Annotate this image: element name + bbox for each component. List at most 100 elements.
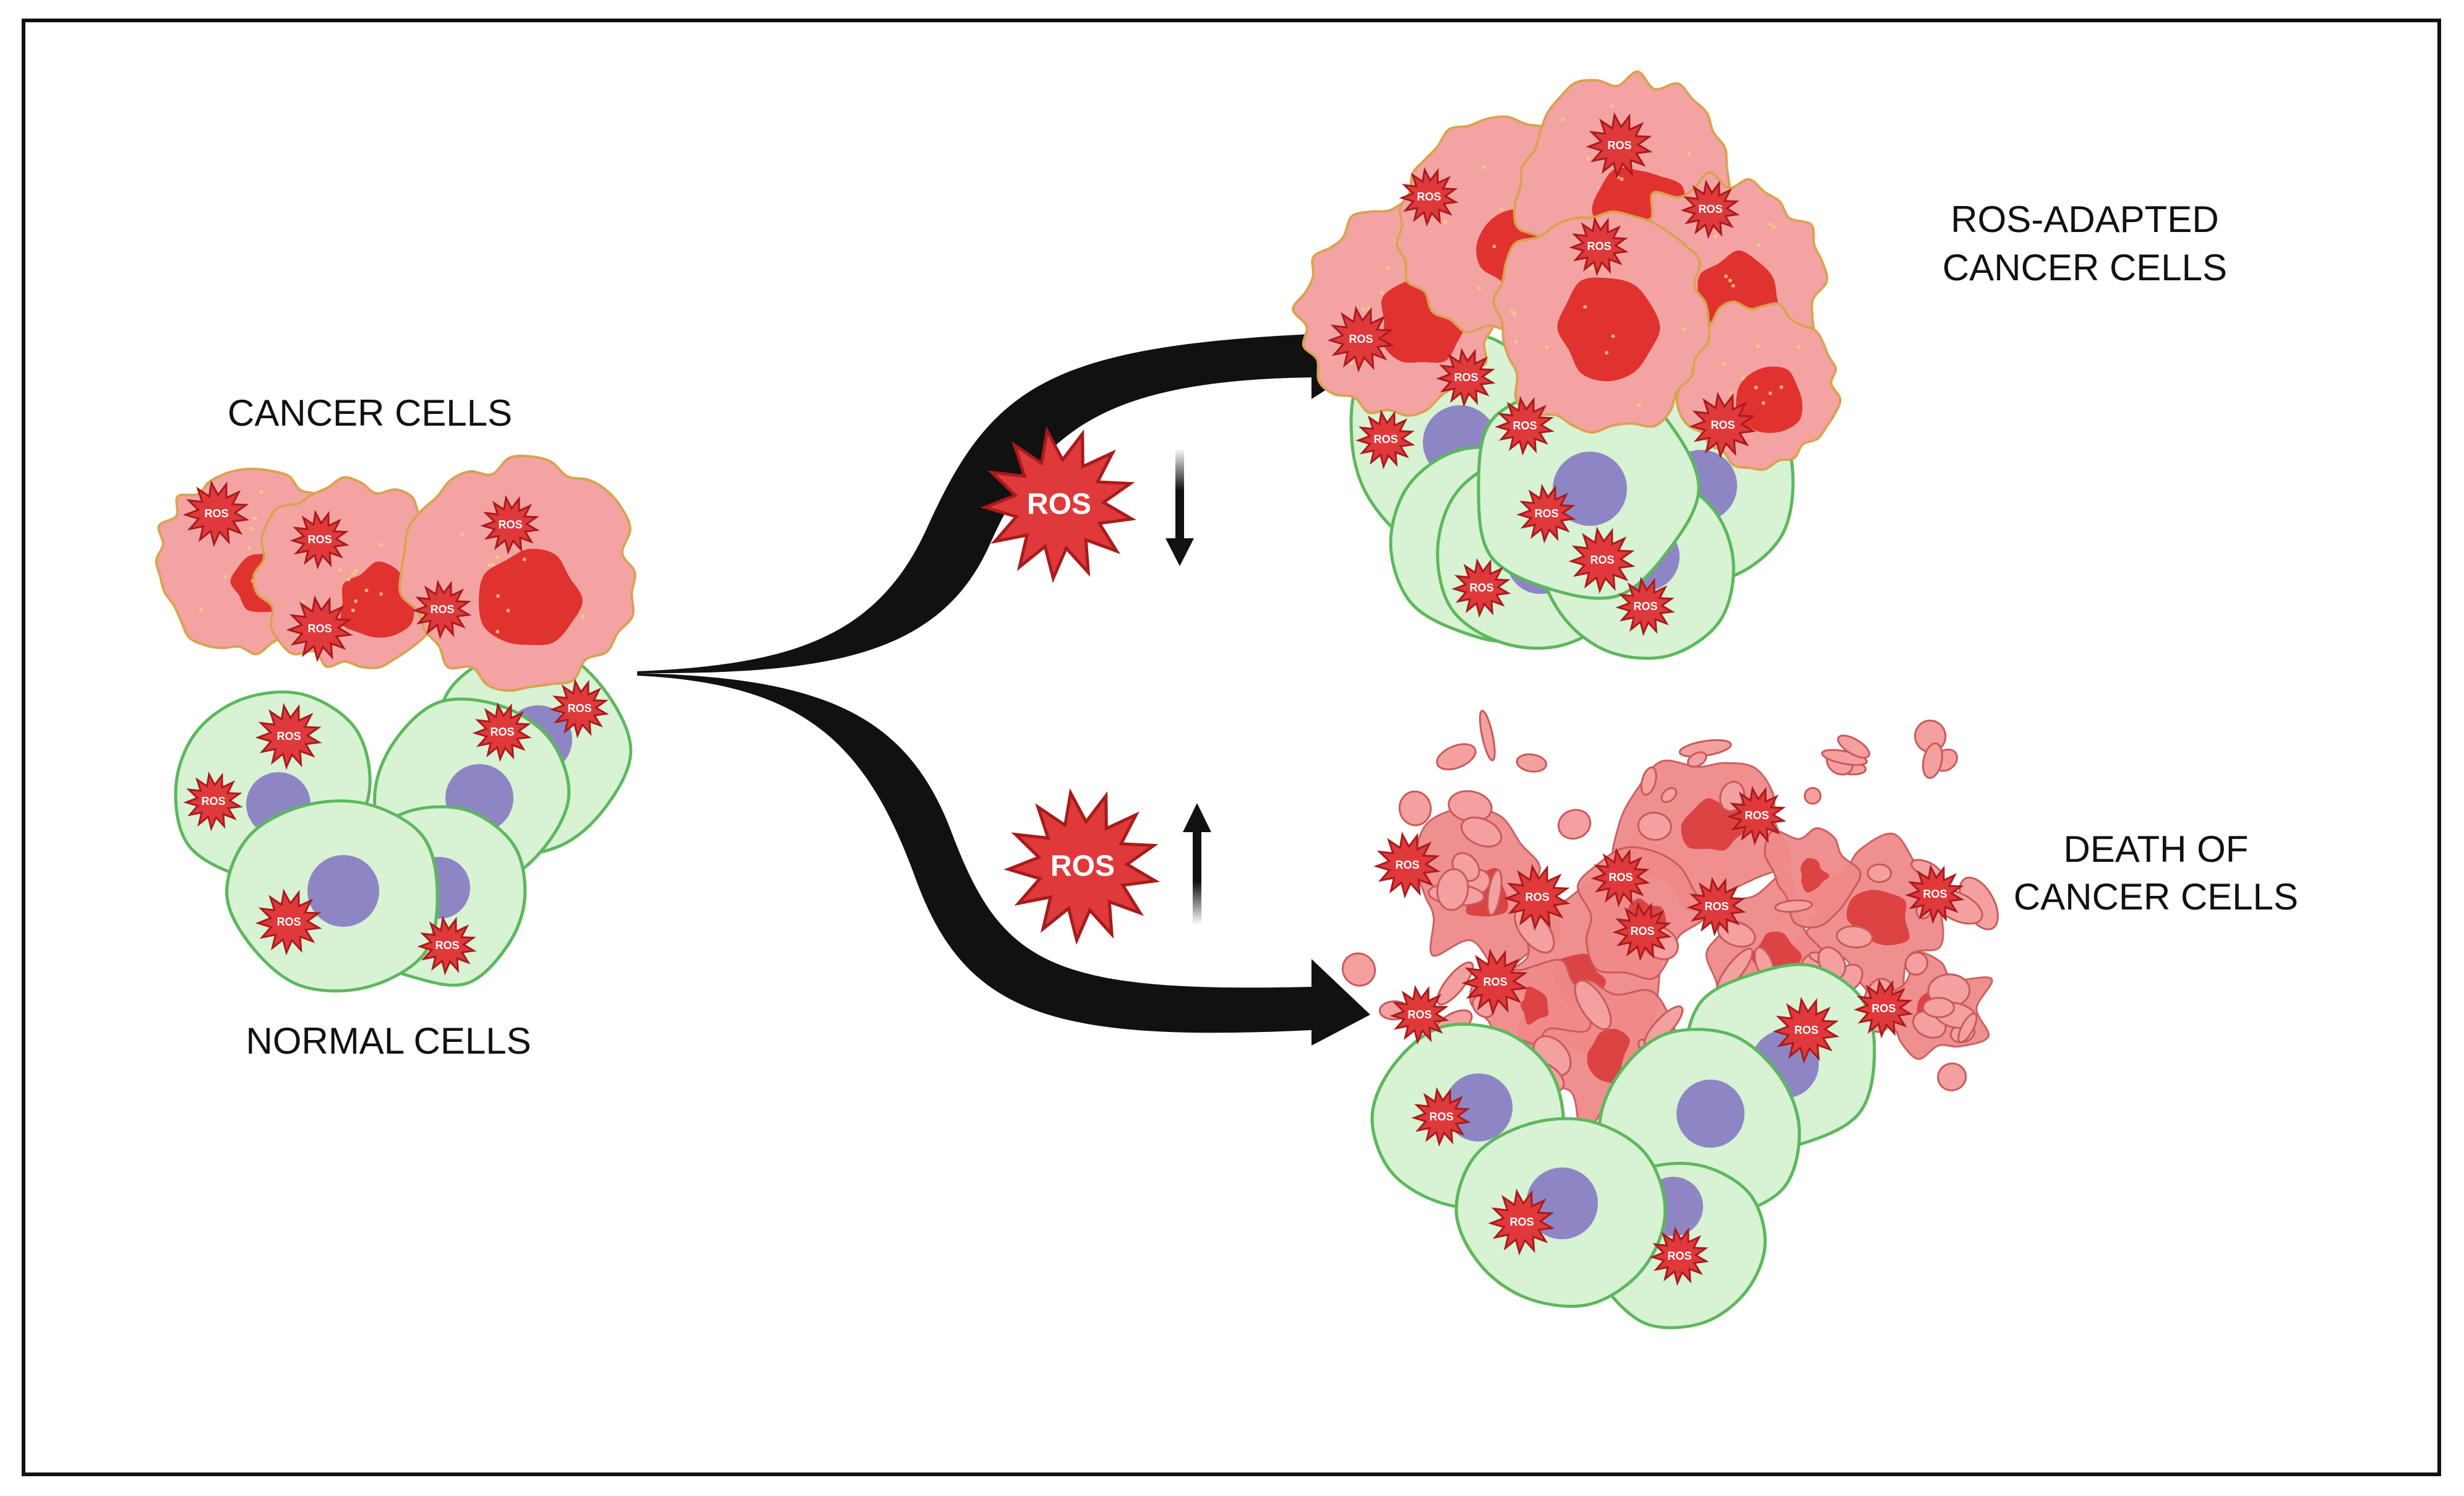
left-cancer-cells [155,454,637,692]
ros-star: ROS [1503,864,1571,931]
ros-star: ROS [183,772,243,832]
label-cancer-cells: CANCER CELLS [228,392,512,434]
label-death-line2: CANCER CELLS [2014,876,2298,918]
ros-star: ROS [980,426,1137,583]
branch-arrows [637,312,1380,1046]
ros-star-label: ROS [1923,888,1947,900]
ros-decrease-indicator [1165,449,1194,566]
ros-star-label: ROS [1704,900,1728,913]
ros-star: ROS [1586,112,1653,179]
ros-star-label: ROS [1417,191,1441,203]
ros-star: ROS [1568,527,1636,594]
ros-star-label: ROS [1349,333,1373,345]
ros-star-label: ROS [1633,600,1657,613]
ros-star: ROS [1689,392,1756,459]
ros-star: ROS [1488,1189,1555,1256]
ros-star-label: ROS [1667,1250,1691,1262]
ros-star-label: ROS [1407,1008,1432,1021]
normal-cell [1454,1117,1667,1308]
ros-star-label: ROS [1745,809,1769,822]
ros-star: ROS [1686,877,1746,937]
cancer-cell [398,454,637,692]
ros-star-label: ROS [1483,976,1507,988]
label-ros-adapted-line1: ROS-ADAPTED [1951,199,2218,240]
ros-increase-indicator [1183,803,1211,925]
lower-branch-arrow [637,673,1370,1046]
ros-star-label: ROS [567,702,591,715]
ros-star: ROS [1003,788,1161,945]
normal-cell-nucleus [307,855,379,927]
ros-star: ROS [1905,864,1965,924]
ros-star-label: ROS [1698,203,1722,215]
ros-star: ROS [255,888,322,956]
ros-star-label: ROS [1027,488,1091,521]
ros-star-label: ROS [1373,433,1397,445]
ros-star-label: ROS [277,916,301,928]
ros-star: ROS [286,595,353,663]
ros-star: ROS [417,916,477,976]
ros-star: ROS [1680,179,1740,239]
ros-star-label: ROS [1395,859,1419,871]
lower-normal-cells [1370,963,1876,1330]
ros-star: ROS [1411,1087,1471,1147]
ros-star: ROS [1451,558,1511,618]
ros-star: ROS [472,702,532,762]
ros-star-label: ROS [435,939,459,952]
ros-star-label: ROS [201,795,225,807]
ros-star: ROS [1853,979,1913,1039]
ros-star: ROS [1649,1226,1709,1286]
normal-cell-nucleus [1676,1080,1745,1148]
ros-star: ROS [1612,901,1672,961]
ros-star: ROS [1727,786,1787,846]
label-death-line1: DEATH OF [2064,828,2249,870]
ros-star: ROS [1373,832,1441,899]
ros-star: ROS [1772,997,1840,1064]
ros-adapted-cancer-cells [1292,70,1842,471]
ros-star-label: ROS [1429,1111,1453,1123]
normal-cell-nucleus [1444,1073,1513,1141]
big-ros-stars: ROS ROS [980,426,1161,945]
ros-star: ROS [1516,484,1576,544]
ros-star-label: ROS [498,518,522,531]
ros-star-label: ROS [1590,554,1614,566]
ros-star-label: ROS [1534,507,1558,520]
ros-star: ROS [1590,848,1651,908]
ros-star: ROS [1327,306,1394,373]
cancer-cell-nucleus [340,561,414,638]
cancer-cell [1492,210,1711,434]
ros-star-label: ROS [1469,582,1493,594]
ros-star: ROS [182,480,250,548]
normal-cell [225,799,439,993]
ros-star-label: ROS [307,622,332,635]
figure-border [22,19,2441,1476]
ros-star-label: ROS [490,726,514,738]
cancer-cell-nucleus [1557,277,1660,382]
label-normal-cells: NORMAL CELLS [246,1020,531,1062]
ros-star-label: ROS [430,603,454,616]
ros-star: ROS [1355,410,1415,470]
ros-star-label: ROS [277,730,301,742]
ros-star-label: ROS [1513,419,1537,432]
ros-star: ROS [1569,217,1629,277]
ros-star: ROS [1399,167,1459,227]
ros-star-label: ROS [1871,1002,1895,1015]
ros-star: ROS [1615,577,1675,637]
ros-star-label: ROS [1794,1024,1818,1036]
ros-star-label: ROS [204,507,228,520]
ros-star-label: ROS [1587,240,1611,252]
ros-star: ROS [412,580,472,640]
ros-star-label: ROS [1050,850,1115,883]
ros-star-label: ROS [1711,419,1735,431]
ros-star: ROS [1461,948,1529,1016]
ros-star-label: ROS [1509,1216,1534,1228]
ros-star-label: ROS [1608,871,1633,883]
ros-star-label: ROS [1630,925,1654,937]
cancer-cell-nucleus [479,549,583,645]
ros-star-label: ROS [1607,139,1631,152]
ros-star: ROS [549,679,609,739]
ros-star-label: ROS [1454,371,1478,384]
ros-star: ROS [480,495,540,555]
normal-cell-nucleus [1526,1167,1598,1239]
